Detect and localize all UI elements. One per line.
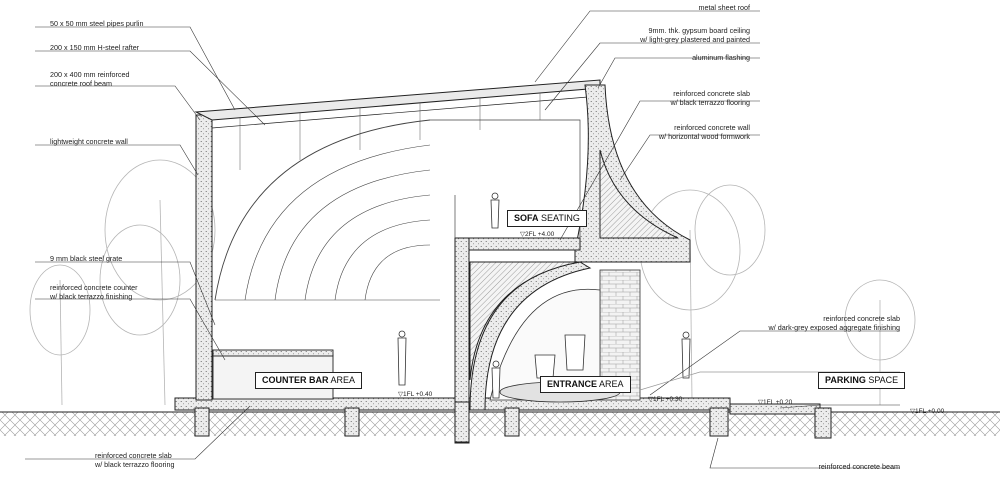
ground	[0, 411, 1000, 436]
sofa-room	[430, 119, 581, 238]
level-2fl: ▽2FL +4.00	[520, 231, 555, 238]
label-rafter: 200 x 150 mm H-steel rafter	[50, 43, 140, 52]
label-bottom-slab-line1: reinforced concrete slab	[95, 451, 172, 460]
roof	[194, 79, 601, 170]
lightweight-wall	[195, 114, 213, 401]
area-tag-parking: PARKING SPACE	[818, 372, 906, 389]
label-steel-grate: 9 mm black steel grate	[50, 254, 123, 263]
label-counter-line2: w/ black terrazzo finishing	[50, 292, 133, 301]
vault-ceiling	[214, 119, 440, 301]
label-aggregate-line1: reinforced concrete slab	[823, 314, 900, 323]
label-roof-beam-line2: concrete roof beam	[50, 79, 112, 88]
label-roof-beam-line1: 200 x 400 mm reinforced	[50, 70, 130, 79]
level-1fl-000: ▽1FL +0.00	[910, 408, 945, 415]
label-purlin: 50 x 50 mm steel pipes purlin	[50, 19, 144, 28]
area-tag-entrance: ENTRANCE AREA	[540, 376, 631, 393]
area-tag-counter-bar: COUNTER BAR AREA	[255, 372, 363, 389]
right-structure	[454, 84, 691, 444]
label-top-slab-line2: w/ black terrazzo flooring	[670, 98, 751, 107]
label-bottom-slab-line2: w/ black terrazzo flooring	[95, 460, 175, 469]
area-tag-sofa-seating: SOFA SEATING	[507, 210, 587, 227]
foundation	[174, 397, 832, 439]
label-wall-line2: w/ horizontal wood formwork	[658, 132, 750, 141]
label-concrete-beam: reinforced concrete beam	[818, 462, 900, 471]
label-wall-line1: reinforced concrete wall	[674, 123, 750, 132]
label-ceiling-line2: w/ light-grey plastered and painted	[640, 35, 750, 44]
level-1fl-020: ▽1FL +0.20	[758, 399, 793, 406]
leader-lines	[25, 10, 900, 469]
label-counter-line1: reinforced concrete counter	[50, 283, 138, 292]
label-metal-roof: metal sheet roof	[698, 3, 750, 12]
label-ceiling-line1: 9mm. thk. gypsum board ceiling	[648, 26, 750, 35]
label-lightweight-wall: lightweight concrete wall	[50, 137, 128, 146]
label-top-slab-line1: reinforced concrete slab	[673, 89, 750, 98]
level-1fl-030: ▽1FL +0.30	[648, 396, 683, 403]
level-1fl-040: ▽1FL +0.40	[398, 391, 433, 398]
label-flashing: aluminum flashing	[692, 53, 750, 62]
label-aggregate-line2: w/ dark-grey exposed aggregate finishing	[768, 323, 900, 332]
